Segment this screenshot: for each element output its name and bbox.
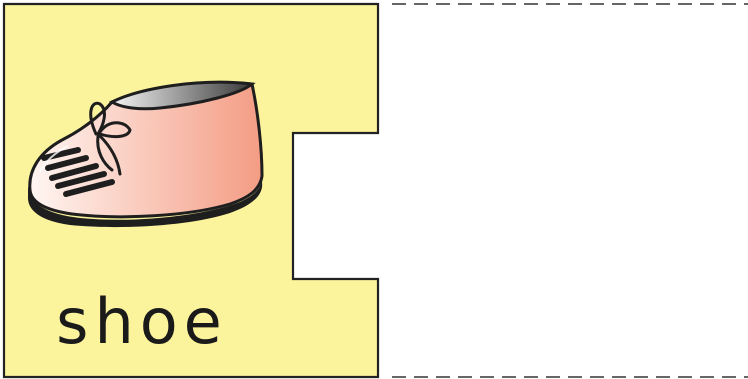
shoe-upper bbox=[28, 82, 264, 219]
shoe-laces bbox=[41, 147, 115, 197]
shoe-sole bbox=[28, 176, 263, 228]
shoe-bow bbox=[89, 101, 132, 176]
shoe-opening bbox=[108, 80, 256, 111]
shoe-icon bbox=[28, 80, 264, 228]
blank-puzzle-piece[interactable] bbox=[392, 3, 748, 378]
word-label: shoe bbox=[56, 285, 228, 358]
